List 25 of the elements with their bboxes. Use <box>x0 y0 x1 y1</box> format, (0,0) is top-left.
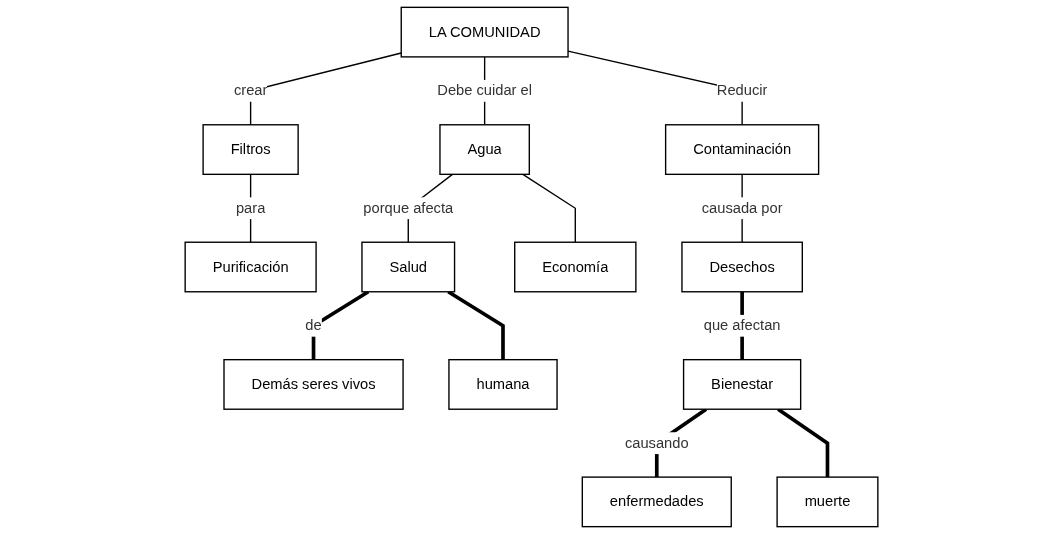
node-box: Demás seres vivos <box>223 359 404 410</box>
edge-label: causando <box>624 434 689 451</box>
connector <box>447 290 505 360</box>
node-box: Filtros <box>202 124 299 175</box>
edge-label: crear <box>233 82 268 99</box>
node-box: enfermedades <box>581 476 732 528</box>
node-box: muerte <box>776 476 879 528</box>
edge-label: de <box>305 317 322 334</box>
node-box: Purificación <box>184 241 317 293</box>
node-box: humana <box>448 359 558 410</box>
node-box: Salud <box>361 241 456 293</box>
node-box: Bienestar <box>682 359 802 410</box>
node-box: Economía <box>514 241 637 293</box>
edge-label: causada por <box>701 200 783 216</box>
connector <box>522 173 576 243</box>
edge-label: porque afecta <box>363 200 454 216</box>
edge-label: que afectan <box>703 317 781 334</box>
node-box: Agua <box>439 124 530 175</box>
edge-label: Reducir <box>716 82 768 99</box>
node-box: Contaminación <box>664 124 820 175</box>
edge-label: para <box>235 200 266 216</box>
connector <box>311 290 370 360</box>
node-box: LA COMUNIDAD <box>400 6 569 58</box>
edge-label: Debe cuidar el <box>437 82 532 99</box>
node-box: Desechos <box>681 241 803 293</box>
